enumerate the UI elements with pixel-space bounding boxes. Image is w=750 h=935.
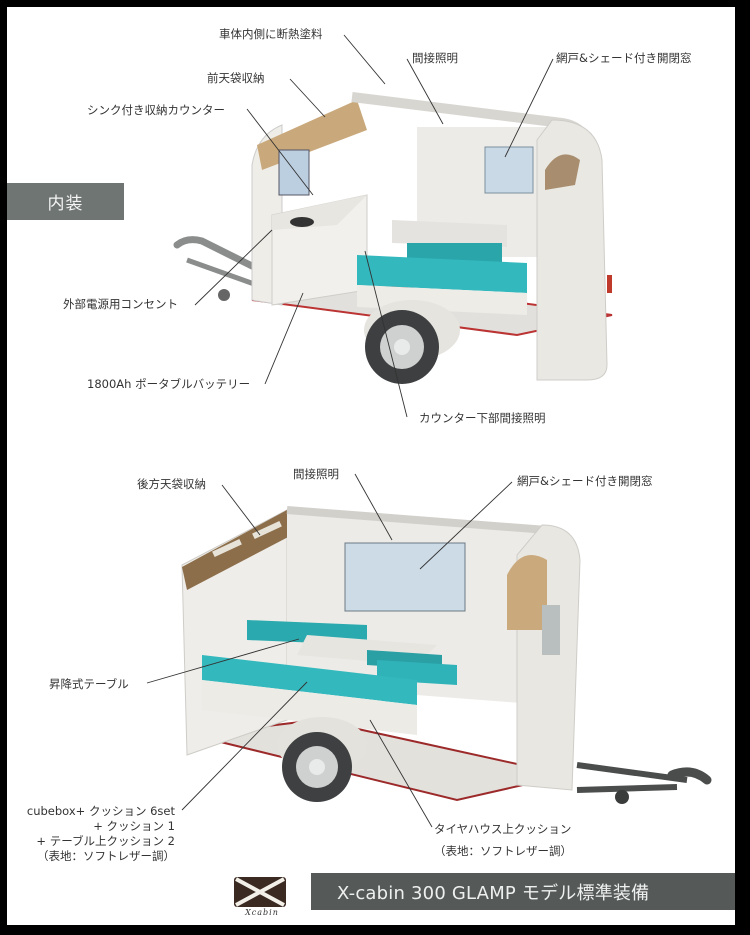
- label-lift-table: 昇降式テーブル: [49, 677, 129, 691]
- label-front-roof-storage: 前天袋収納: [207, 71, 265, 85]
- spec-sheet-panel: 内装 車体内側に断熱塗料 前天袋収納 シンク付き収納カウンター 間接照明 網戸&…: [7, 7, 735, 925]
- label-window-top: 網戸&シェード付き開閉窓: [556, 51, 692, 65]
- footer-title-bar: X-cabin 300 GLAMP モデル標準装備: [311, 873, 735, 910]
- tire-cushion-line-2: （表地：ソフトレザー調）: [434, 844, 572, 858]
- logo-x-mark-icon: [234, 877, 286, 907]
- label-window-bottom: 網戸&シェード付き開閉窓: [517, 474, 653, 488]
- label-insulation-paint: 車体内側に断熱塗料: [219, 27, 323, 41]
- label-portable-battery: 1800Ah ポータブルバッテリー: [87, 377, 251, 391]
- label-external-outlet: 外部電源用コンセント: [63, 297, 178, 311]
- label-counter-indirect-lighting: カウンター下部間接照明: [419, 411, 546, 425]
- cushion-set-line-2: + クッション 1: [93, 819, 175, 833]
- section-tab-interior: 内装: [7, 183, 124, 220]
- label-cushion-set: cubebox+ クッション 6set + クッション 1 + テーブル上クッシ…: [15, 804, 175, 864]
- xcabin-logo: Xcabin: [231, 877, 291, 921]
- label-tire-house-cushion: タイヤハウス上クッション （表地：ソフトレザー調）: [434, 818, 572, 862]
- trailer-render-rear-view: [181, 506, 712, 804]
- logo-wordmark: Xcabin: [245, 908, 279, 917]
- cushion-set-line-3: + テーブル上クッション 2: [36, 834, 175, 848]
- cushion-set-line-1: cubebox+ クッション 6set: [26, 804, 175, 818]
- label-rear-roof-storage: 後方天袋収納: [137, 477, 206, 491]
- trailer-render-front-view: [173, 92, 613, 384]
- label-indirect-lighting-top: 間接照明: [412, 51, 458, 65]
- cushion-set-line-4: （表地：ソフトレザー調）: [37, 849, 175, 863]
- label-sink-counter: シンク付き収納カウンター: [87, 103, 225, 117]
- label-indirect-lighting-bottom: 間接照明: [293, 467, 339, 481]
- tire-cushion-line-1: タイヤハウス上クッション: [434, 822, 572, 836]
